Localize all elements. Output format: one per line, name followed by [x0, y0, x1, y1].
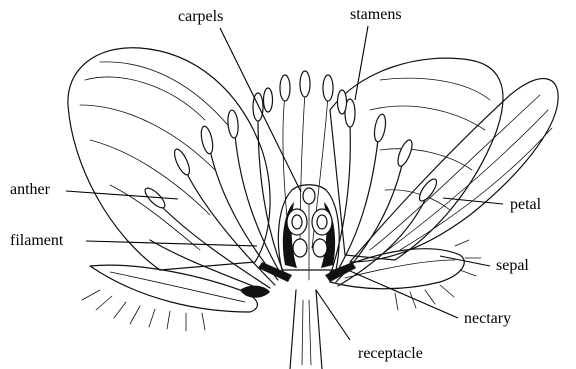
stalk	[290, 290, 322, 369]
receptacle-label: receptacle	[358, 345, 423, 363]
filament-label: filament	[10, 232, 63, 250]
leader-filament	[86, 241, 257, 246]
left-petal	[68, 48, 270, 270]
anther-label: anther	[10, 181, 50, 199]
right-petal	[330, 58, 503, 260]
nectary-label: nectary	[464, 310, 511, 328]
front-right-petal	[350, 79, 558, 262]
stamens-label: stamens	[350, 6, 402, 24]
leader-sepal	[440, 256, 490, 266]
right-sepal	[330, 240, 481, 310]
leader-nectary	[350, 271, 458, 318]
leader-stamens	[355, 26, 368, 100]
carpels-label: carpels	[178, 8, 223, 26]
petal-label: petal	[510, 196, 541, 214]
leader-receptacle	[316, 290, 350, 340]
carpels	[278, 185, 339, 280]
sepal-label: sepal	[496, 257, 529, 275]
left-sepal	[82, 265, 257, 331]
leader-anther	[66, 191, 178, 199]
leader-petal	[443, 198, 503, 204]
